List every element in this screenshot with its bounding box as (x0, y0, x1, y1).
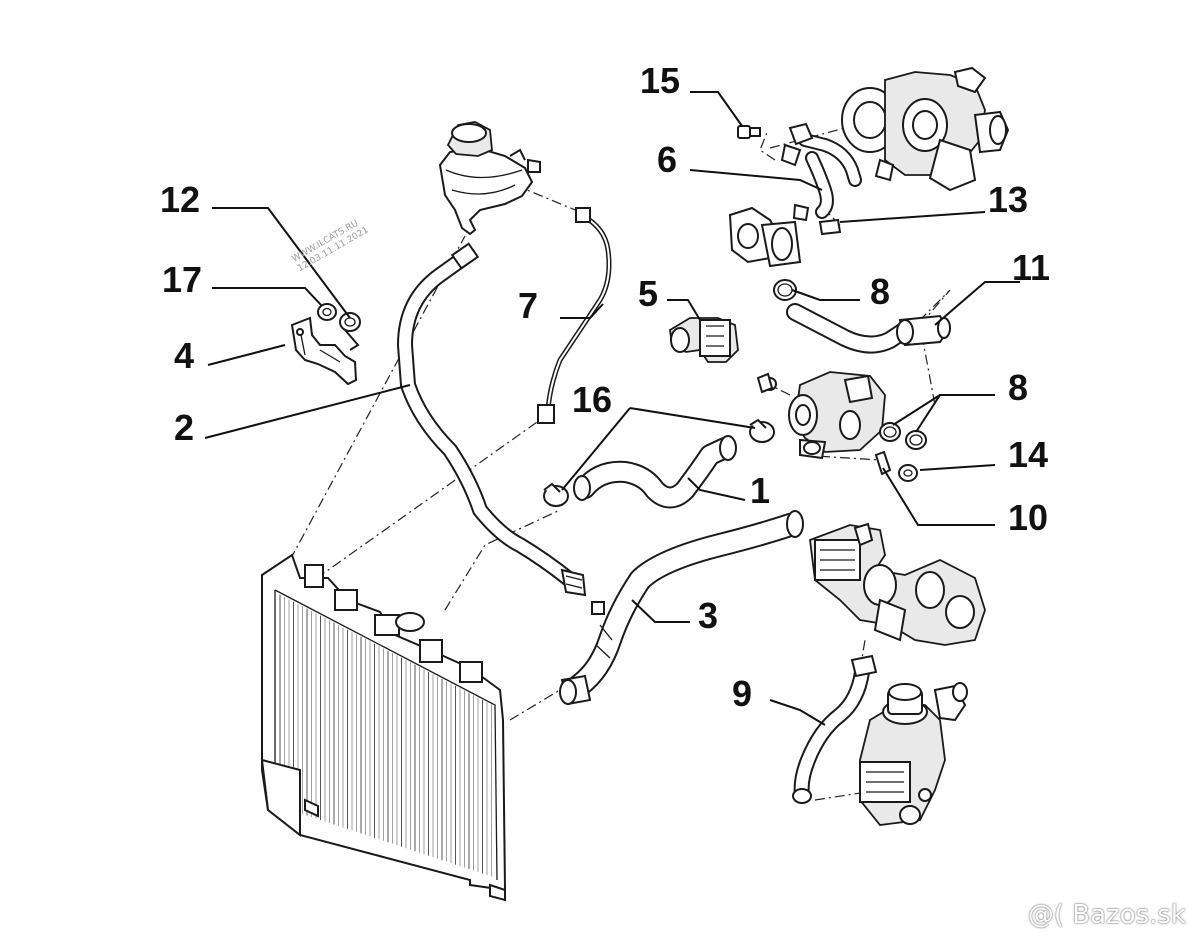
callout-15: 15 (640, 60, 680, 101)
nut-17 (317, 303, 337, 321)
watermark-text: @( Bazos.sk (1027, 900, 1186, 930)
callout-10: 10 (1008, 497, 1048, 538)
leader-lines (204, 91, 1020, 726)
callout-6: 6 (657, 139, 677, 180)
clip-12 (339, 312, 361, 351)
callout-4: 4 (174, 335, 194, 376)
water-outlet-flange (728, 206, 842, 268)
thermostat-housing (756, 371, 886, 460)
bolt-15 (737, 125, 761, 139)
callout-8-right: 8 (1008, 367, 1028, 408)
callout-2: 2 (174, 407, 194, 448)
hose-9 (792, 654, 878, 804)
expansion-tank (438, 121, 541, 236)
callout-1: 1 (750, 470, 770, 511)
bazos-watermark: @( Bazos.sk (1028, 900, 1186, 930)
clamp-16-left (543, 482, 569, 507)
nut-14 (898, 464, 918, 482)
hose-6 (780, 122, 862, 222)
callout-5: 5 (638, 273, 658, 314)
callout-13: 13 (988, 179, 1028, 220)
callout-12: 12 (160, 179, 200, 220)
callout-17: 17 (162, 259, 202, 300)
callout-11: 11 (1012, 247, 1050, 288)
turbocharger (841, 66, 1010, 192)
hose-2 (397, 242, 587, 597)
callout-8-upper: 8 (870, 271, 890, 312)
egr-cooler (809, 522, 986, 646)
callout-7: 7 (518, 285, 538, 326)
callout-16: 16 (572, 379, 612, 420)
source-stamp: WWW.ILCATS.RU 12.03.11.11.2021 (291, 219, 371, 275)
hose-1 (573, 435, 737, 509)
hose-7 (537, 207, 612, 424)
clamp-16-right (749, 418, 775, 443)
callout-14: 14 (1008, 434, 1048, 475)
radiator (260, 553, 507, 902)
part-5-thermostat (669, 317, 739, 363)
oil-filter-housing (859, 682, 968, 826)
o-ring-8-upper (773, 279, 797, 301)
callout-numbers: 15 6 13 12 11 17 7 5 8 4 8 16 2 14 1 10 … (160, 60, 1050, 714)
bracket-4 (290, 316, 358, 386)
callout-9: 9 (732, 673, 752, 714)
clip-10 (874, 450, 892, 476)
hose-11 (786, 303, 951, 354)
callout-3: 3 (698, 595, 718, 636)
hose-3 (559, 510, 804, 706)
